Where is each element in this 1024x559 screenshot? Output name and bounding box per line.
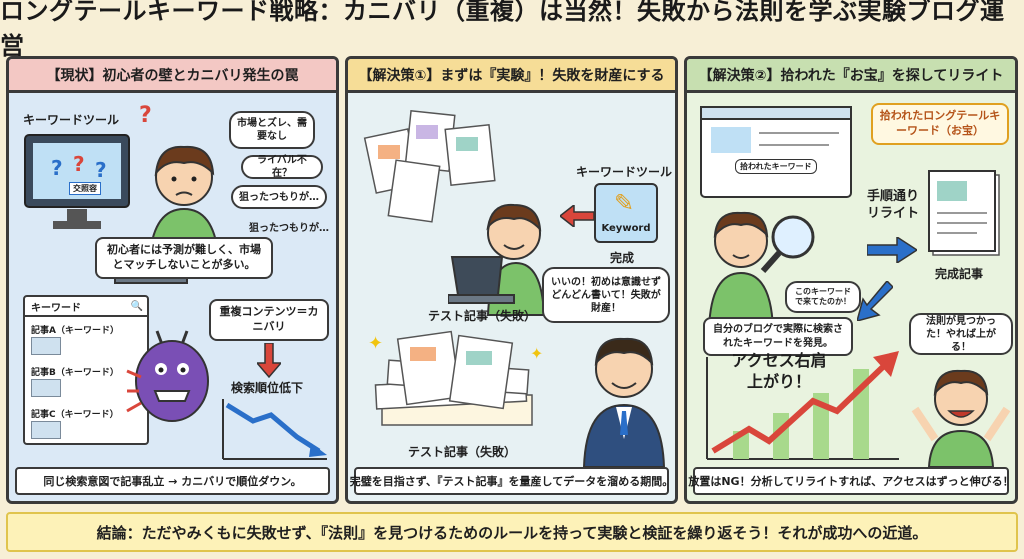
access-growth-chart — [706, 351, 899, 460]
article-thumb — [31, 337, 61, 355]
screen-button: 交照容 — [69, 182, 101, 195]
article-thumb — [31, 421, 61, 439]
panel-header: 【現状】初心者の壁とカニバリ発生の罠 — [9, 59, 336, 93]
finished-article-icon — [928, 170, 1000, 256]
question-bubble: このキーワードで来てたのか！ — [785, 281, 861, 313]
keyword-tool-card: ✎ Keyword — [594, 183, 658, 243]
conclusion-banner: 結論：ただやみくもに失敗せず、『法則』を見つけるためのルールを持って実験と検証を… — [6, 512, 1018, 552]
arrow-down-left-icon — [857, 281, 893, 321]
keyword-list-title: キーワード — [31, 302, 81, 314]
arrow-left-icon — [560, 205, 594, 227]
happy-person-figure — [911, 369, 1011, 468]
panel-footer: 完璧を目指さず、『テスト記事』を量産してデータを溜める期間。 — [350, 467, 673, 495]
finished-article-label: 完成記事 — [935, 267, 984, 281]
scattered-papers — [363, 110, 496, 223]
svg-text:✦: ✦ — [368, 333, 383, 354]
pencil-icon: ✎ — [614, 189, 635, 217]
found-keyword-note: 自分のブログで実際に検索されたキーワードを発見。 — [703, 317, 853, 356]
writing-person-figure — [448, 203, 546, 316]
article-thumb — [31, 379, 61, 397]
keyword-tool-label: キーワードツール — [23, 113, 120, 127]
keyword-tool-label: キーワードツール — [576, 165, 673, 179]
svg-text:✦: ✦ — [530, 344, 543, 363]
bubble-no-rival: ライバル不在？ — [241, 155, 323, 179]
blog-screen — [700, 106, 852, 198]
access-growth-label: アクセス右肩上がり！ — [731, 351, 827, 391]
panel-solution-rewrite: 【解決策②】拾われた『お宝』を探してリライト 拾われたキーワード 拾われたロング… — [684, 56, 1018, 504]
happy-bubble: 法則が見つかった！やれば上がる！ — [909, 313, 1013, 355]
panel-header: 【解決策①】まずは『実験』！失敗を財産にする — [348, 59, 675, 93]
treasure-label: 拾われたロングテールキーワード（お宝） — [871, 103, 1009, 145]
svg-text:?: ? — [51, 156, 63, 180]
question-icon: ? — [139, 103, 152, 128]
found-keyword-tag: 拾われたキーワード — [735, 159, 817, 174]
beginner-note: 初心者には予測が難しく、市場とマッチしないことが多い。 — [95, 237, 273, 279]
keyword-row-a: 記事A（キーワード） — [31, 326, 119, 336]
panel-header: 【解決策②】拾われた『お宝』を探してリライト — [687, 59, 1015, 93]
cannibal-monster-figure — [126, 330, 209, 422]
panel-footer: 同じ検索意図で記事乱立 → カニバリで順位ダウン。 — [15, 467, 330, 495]
arrow-down-icon — [257, 343, 281, 379]
duplicate-content-label: 重複コンテンツ＝カニバリ — [209, 299, 329, 341]
page-title: ロングテールキーワード戦略：カニバリ（重複）は当然！失敗から法則を学ぶ実験ブログ… — [0, 0, 1005, 60]
panel-solution-experiment: 【解決策①】まずは『実験』！失敗を財産にする キーワードツール ✎ Keywor… — [345, 56, 678, 504]
mentor-figure — [582, 337, 666, 468]
keyword-row-c: 記事C（キーワード） — [31, 410, 119, 420]
search-icon: 🔍 — [130, 300, 143, 312]
keyword-row-b: 記事B（キーワード） — [31, 368, 119, 378]
mentor-bubble: いいの！初めは意識せずどんどん書いて！失敗が財産！ — [542, 267, 670, 323]
bubble-aimed-trail: 狙ったつもりが… — [249, 223, 329, 234]
done-label: 完成 — [610, 251, 635, 265]
rank-drop-chart — [222, 399, 327, 460]
monitor-icon: ? ? ? — [24, 134, 130, 229]
paper-stack: ✦ ✦ — [368, 330, 543, 426]
test-article-label-bottom: テスト記事（失敗） — [408, 445, 517, 459]
panel-current-state: 【現状】初心者の壁とカニバリ発生の罠 キーワードツール ? ? ? ? 交照容 … — [6, 56, 339, 504]
svg-text:?: ? — [73, 152, 85, 176]
bubble-aimed: 狙ったつもりが… — [231, 185, 327, 209]
panel-footer: 放置はNG！分析してリライトすれば、アクセスはずっと伸びる！ — [688, 467, 1014, 495]
svg-text:?: ? — [95, 158, 107, 182]
searching-person-figure — [707, 211, 815, 330]
rewrite-label: 手順通りリライト — [866, 189, 919, 221]
arrow-right-icon — [867, 237, 917, 263]
keyword-tag: Keyword — [601, 223, 651, 234]
bubble-market-mismatch: 市場とズレ、需要なし — [229, 111, 315, 149]
rank-drop-label: 検索順位低下 — [231, 381, 304, 395]
test-article-label-top: テスト記事（失敗） — [428, 309, 537, 323]
